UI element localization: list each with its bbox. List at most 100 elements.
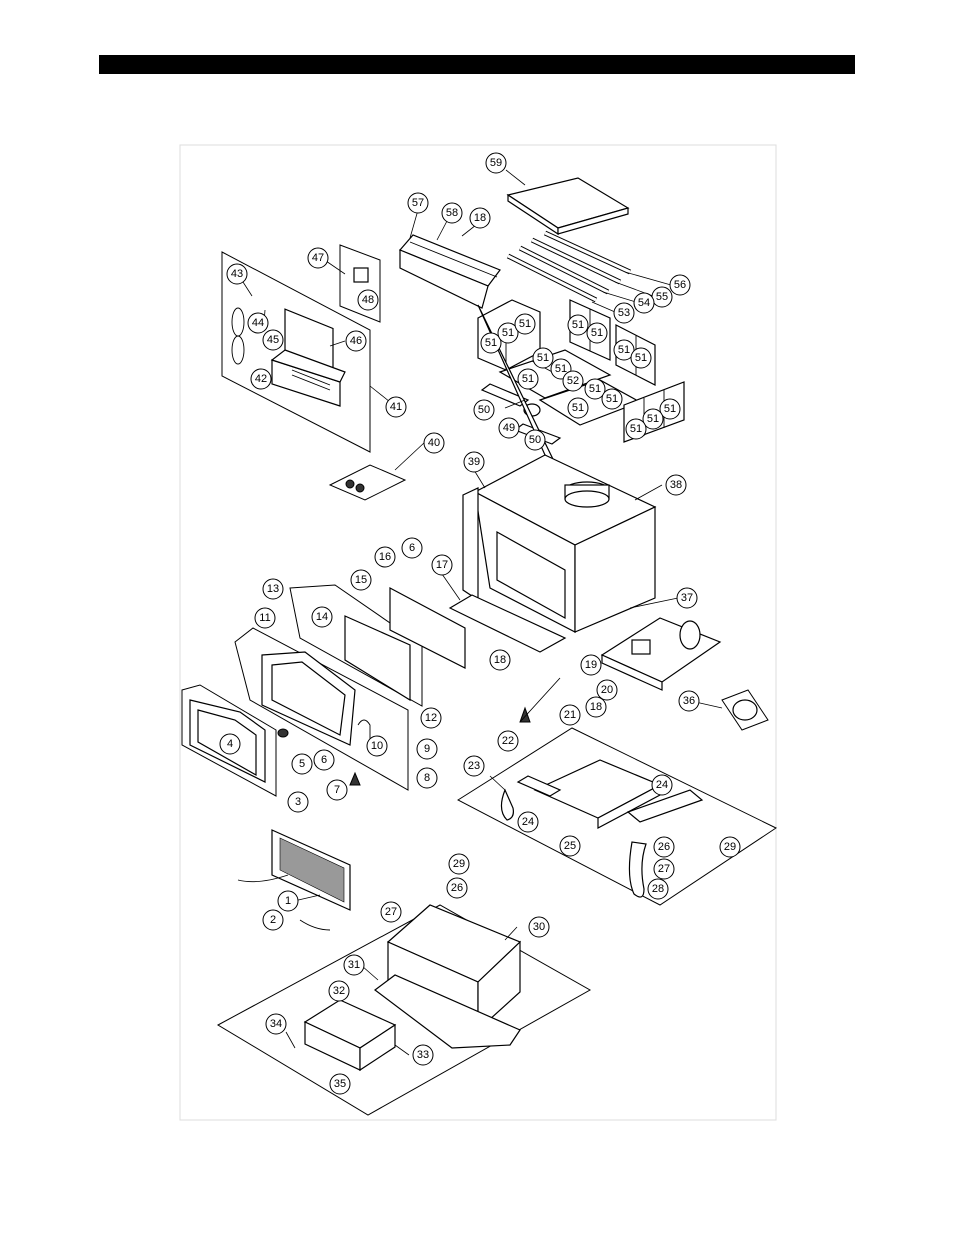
callout-18-low-label: 18 bbox=[590, 701, 602, 713]
callout-47-label: 47 bbox=[312, 252, 324, 264]
callout-8: 8 bbox=[416, 767, 438, 789]
callout-32: 32 bbox=[328, 980, 350, 1002]
callout-51-a: 51 bbox=[480, 332, 502, 354]
callout-33-label: 33 bbox=[417, 1049, 429, 1061]
callout-31: 31 bbox=[343, 954, 365, 976]
callout-21-label: 21 bbox=[564, 709, 576, 721]
header-bar bbox=[99, 55, 855, 74]
callout-56: 56 bbox=[669, 274, 691, 296]
callout-18-mid: 18 bbox=[489, 649, 511, 671]
top-plate-part bbox=[506, 177, 630, 236]
callout-51-o: 51 bbox=[642, 408, 664, 430]
callout-51-n-label: 51 bbox=[664, 403, 676, 415]
callout-30-label: 30 bbox=[533, 921, 545, 933]
callout-1: 1 bbox=[277, 890, 299, 912]
callout-28-label: 28 bbox=[652, 883, 664, 895]
callout-36-label: 36 bbox=[683, 695, 695, 707]
callout-51-d: 51 bbox=[567, 314, 589, 336]
callout-12: 12 bbox=[420, 707, 442, 729]
callout-24-a: 24 bbox=[651, 774, 673, 796]
callout-51-c-label: 51 bbox=[519, 318, 531, 330]
callout-40: 40 bbox=[423, 432, 445, 454]
callout-33: 33 bbox=[412, 1044, 434, 1066]
callout-17-label: 17 bbox=[436, 559, 448, 571]
handle-parts bbox=[277, 677, 561, 786]
callout-51-o-label: 51 bbox=[647, 413, 659, 425]
callout-19-label: 19 bbox=[585, 659, 597, 671]
callout-10-label: 10 bbox=[371, 740, 383, 752]
callout-50-a: 50 bbox=[473, 399, 495, 421]
callout-14: 14 bbox=[311, 606, 333, 628]
callout-51-f: 51 bbox=[613, 339, 635, 361]
callout-56-label: 56 bbox=[674, 279, 686, 291]
door-panel bbox=[234, 627, 409, 791]
callout-46: 46 bbox=[345, 330, 367, 352]
legs-platform bbox=[456, 727, 778, 906]
callout-35: 35 bbox=[329, 1073, 351, 1095]
callout-53-label: 53 bbox=[618, 307, 630, 319]
callout-29-b-label: 29 bbox=[453, 858, 465, 870]
callout-59-label: 59 bbox=[490, 157, 502, 169]
stove-body bbox=[462, 304, 657, 633]
callout-21: 21 bbox=[559, 704, 581, 726]
callout-2: 2 bbox=[262, 909, 284, 931]
callout-50-b-label: 50 bbox=[529, 434, 541, 446]
control-plate bbox=[328, 464, 407, 501]
callout-36: 36 bbox=[678, 690, 700, 712]
callout-51-l: 51 bbox=[601, 388, 623, 410]
callout-42: 42 bbox=[250, 368, 272, 390]
callout-20-label: 20 bbox=[601, 684, 613, 696]
callout-51-h-label: 51 bbox=[537, 352, 549, 364]
callout-17: 17 bbox=[431, 554, 453, 576]
callout-48-label: 48 bbox=[362, 294, 374, 306]
callout-51-j-label: 51 bbox=[522, 373, 534, 385]
callout-51-p-label: 51 bbox=[630, 423, 642, 435]
callout-51-f-label: 51 bbox=[618, 344, 630, 356]
callout-12-label: 12 bbox=[425, 712, 437, 724]
callout-48: 48 bbox=[357, 289, 379, 311]
callout-32-label: 32 bbox=[333, 985, 345, 997]
callout-18-mid-label: 18 bbox=[494, 654, 506, 666]
callout-6-low: 6 bbox=[313, 749, 335, 771]
callout-23: 23 bbox=[463, 755, 485, 777]
callout-1-label: 1 bbox=[285, 895, 291, 907]
callout-38-label: 38 bbox=[670, 479, 682, 491]
callout-51-j: 51 bbox=[517, 368, 539, 390]
callout-26-b-label: 26 bbox=[451, 882, 463, 894]
callout-2-label: 2 bbox=[270, 914, 276, 926]
callout-50-b: 50 bbox=[524, 429, 546, 451]
callout-30: 30 bbox=[528, 916, 550, 938]
callout-40-label: 40 bbox=[428, 437, 440, 449]
callout-44: 44 bbox=[247, 312, 269, 334]
callout-49-label: 49 bbox=[503, 422, 515, 434]
callout-39-label: 39 bbox=[468, 456, 480, 468]
callout-31-label: 31 bbox=[348, 959, 360, 971]
callout-55: 55 bbox=[651, 286, 673, 308]
ash-lip bbox=[448, 594, 567, 653]
callout-45-label: 45 bbox=[267, 334, 279, 346]
callout-49: 49 bbox=[498, 417, 520, 439]
callout-24-a-label: 24 bbox=[656, 779, 668, 791]
callout-14-label: 14 bbox=[316, 611, 328, 623]
callout-54-label: 54 bbox=[638, 297, 650, 309]
callout-29-b: 29 bbox=[448, 853, 470, 875]
callout-51-k: 51 bbox=[584, 378, 606, 400]
callout-24-b: 24 bbox=[517, 811, 539, 833]
callout-29-a-label: 29 bbox=[724, 841, 736, 853]
callouts: 59 57 58 18 56 55 54 53 47 48 43 44 45 4… bbox=[219, 152, 741, 1095]
callout-34: 34 bbox=[265, 1013, 287, 1035]
callout-42-label: 42 bbox=[255, 373, 267, 385]
callout-44-label: 44 bbox=[252, 317, 264, 329]
callout-51-m: 51 bbox=[567, 397, 589, 419]
callout-22: 22 bbox=[497, 730, 519, 752]
callout-51-n: 51 bbox=[659, 398, 681, 420]
callout-18-top: 18 bbox=[469, 207, 491, 229]
callout-13: 13 bbox=[262, 578, 284, 600]
callout-3-label: 3 bbox=[295, 796, 301, 808]
callout-6-top: 6 bbox=[401, 537, 423, 559]
callout-27-a-label: 27 bbox=[658, 863, 670, 875]
callout-27-b-label: 27 bbox=[385, 906, 397, 918]
callout-51-d-label: 51 bbox=[572, 319, 584, 331]
callout-9: 9 bbox=[416, 738, 438, 760]
